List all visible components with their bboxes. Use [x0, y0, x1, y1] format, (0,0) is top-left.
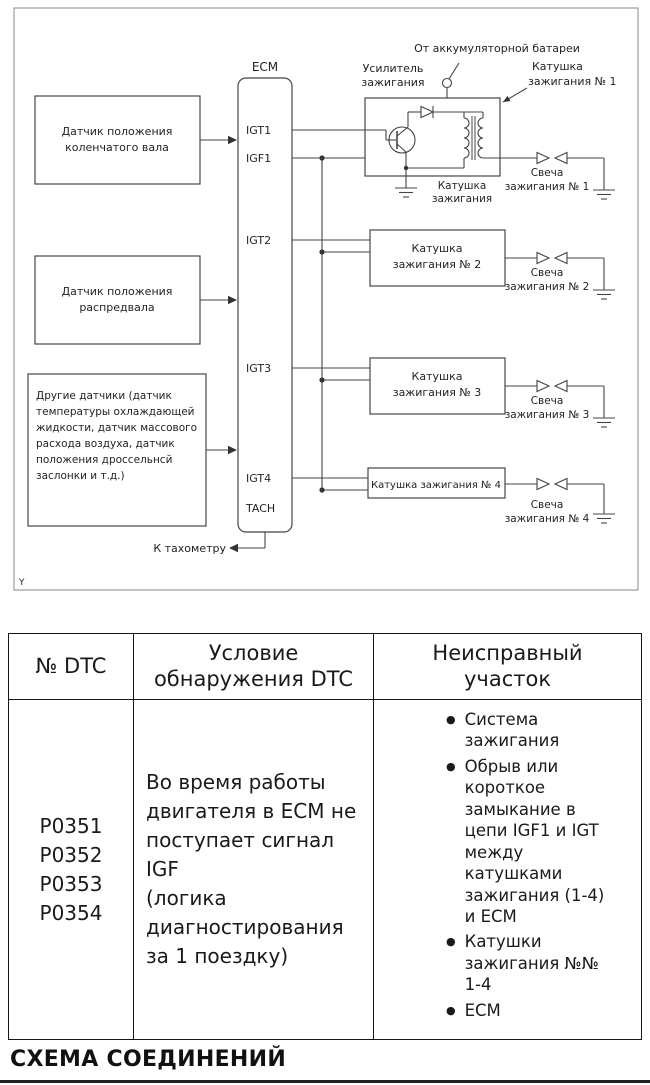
ecm-pin-igt4: IGT4	[246, 472, 271, 485]
battery-feed: От аккумуляторной батареи	[414, 42, 580, 112]
detection-condition-cell: Во время работы двигателя в ECM не посту…	[134, 700, 374, 1039]
other-sensors-label: жидкости, датчик массового	[36, 422, 197, 434]
ecm-pin-igt2: IGT2	[246, 234, 271, 247]
spark-plug4-label: зажигания № 4	[505, 513, 590, 525]
coil2-box: Катушка зажигания № 2	[369, 229, 506, 287]
spark-plug1-label: зажигания № 1	[505, 181, 590, 193]
crankshaft-sensor-box: Датчик положения коленчатого вала	[34, 95, 201, 185]
bullet-icon: ●	[446, 1003, 456, 1017]
igniter-coil1-box	[364, 97, 501, 188]
coil4-label: Катушка зажигания № 4	[371, 480, 501, 491]
coil1-callout-label: зажигания № 1	[528, 75, 617, 88]
fault-item: ● Катушки зажигания №№ 1-4	[446, 931, 637, 995]
dtc-codes-cell: P0351 P0352 P0353 P0354	[9, 700, 134, 1039]
coil1-callout-arrow	[502, 87, 528, 103]
fault-text: ECM	[464, 1000, 501, 1020]
ecm-pin-igf1: IGF1	[246, 152, 271, 165]
bullet-icon: ●	[446, 935, 456, 949]
dtc-table: № DTC Условие обнаружения DTC Неисправны…	[8, 633, 642, 1040]
dtc-code: P0351	[39, 813, 103, 838]
crankshaft-sensor-label: Датчик положения	[62, 125, 173, 138]
table-header-detection-condition: Условие обнаружения DTC	[134, 634, 374, 700]
spark-plug3-label: зажигания № 3	[505, 409, 590, 421]
sensor-to-ecm-arrows	[200, 135, 237, 455]
spark-plug2-label: зажигания № 2	[505, 281, 590, 293]
amplifier-label: Усилитель	[363, 62, 424, 75]
spark-circuit-1	[500, 151, 615, 200]
fault-text: Система зажигания	[464, 710, 560, 751]
faulty-area-list: ● Система зажигания ● Обрыв или короткое…	[446, 709, 637, 1021]
spark-plug4-label: Свеча	[531, 499, 564, 511]
spark-circuit-3	[505, 379, 615, 428]
ecm-pin-igt1: IGT1	[246, 124, 271, 137]
coil3-box: Катушка зажигания № 3	[369, 357, 506, 415]
camshaft-sensor-box: Датчик положения распредвала	[34, 255, 201, 345]
coil1-sublabel: зажигания	[432, 193, 492, 205]
ground-symbol-igniter	[395, 187, 417, 198]
coil1-callout-label: Катушка	[532, 60, 583, 73]
tachometer-wire	[229, 532, 266, 553]
ecm-label: ECM	[252, 60, 278, 74]
other-sensors-label: положения дроссельнсй	[36, 454, 172, 466]
coil3-label: зажигания № 3	[393, 386, 482, 399]
spark-circuit-2	[505, 251, 615, 300]
bottom-divider	[0, 1080, 650, 1083]
spark-plug3-label: Свеча	[531, 395, 564, 407]
other-sensors-label: заслонки и т.д.)	[36, 470, 125, 482]
camshaft-sensor-label: Датчик положения	[62, 285, 173, 298]
camshaft-sensor-label: распредвала	[79, 301, 154, 314]
fault-item: ● Обрыв или короткое замыкание в цепи IG…	[446, 756, 637, 928]
tachometer-label: К тахометру	[153, 542, 226, 555]
coil2-label: зажигания № 2	[393, 258, 482, 271]
ecm-pin-tach: TACH	[245, 502, 275, 515]
battery-label: От аккумуляторной батареи	[414, 42, 580, 55]
coil1-sublabel: Катушка	[438, 180, 487, 192]
corner-label: Y	[18, 578, 25, 588]
ecm-block: ECM IGT1 IGF1 IGT2 IGT3 IGT4 TACH	[237, 60, 293, 533]
coil4-box: Катушка зажигания № 4	[367, 467, 506, 499]
section-heading: СХЕМА СОЕДИНЕНИЙ	[10, 1047, 287, 1072]
table-header-faulty-area: Неисправный участок	[374, 634, 641, 700]
fault-item: ● ECM	[446, 1000, 637, 1021]
coil3-label: Катушка	[412, 370, 463, 383]
dtc-code: P0353	[39, 871, 103, 896]
bullet-icon: ●	[446, 713, 456, 726]
fault-item: ● Система зажигания	[446, 709, 637, 752]
crankshaft-sensor-label: коленчатого вала	[65, 141, 169, 154]
other-sensors-label: температуры охлаждающей	[36, 406, 195, 418]
faulty-area-cell: ● Система зажигания ● Обрыв или короткое…	[374, 700, 641, 1039]
spark-circuit-4	[505, 477, 615, 524]
amplifier-label: зажигания	[361, 76, 424, 89]
other-sensors-label: расхода воздуха, датчик	[36, 438, 175, 450]
other-sensors-box: Другие датчики (датчик температуры охлаж…	[27, 373, 207, 527]
table-header-dtc-number: № DTC	[9, 634, 134, 700]
spark-plug1-label: Свеча	[531, 167, 564, 179]
fault-text: Катушки зажигания №№ 1-4	[464, 932, 599, 995]
dtc-code: P0354	[39, 900, 103, 925]
other-sensors-label: Другие датчики (датчик	[36, 390, 172, 402]
bullet-icon: ●	[446, 759, 456, 773]
wiring-diagram: Y Датчик положения коленчатого вала Датч…	[13, 7, 639, 591]
coil2-label: Катушка	[412, 242, 463, 255]
dtc-code: P0352	[39, 842, 103, 867]
fault-text: Обрыв или короткое замыкание в цепи IGF1…	[464, 756, 605, 926]
diagram-border	[13, 7, 639, 591]
signal-wires	[292, 129, 370, 493]
spark-plug2-label: Свеча	[531, 267, 564, 279]
ecm-pin-igt3: IGT3	[246, 362, 271, 375]
